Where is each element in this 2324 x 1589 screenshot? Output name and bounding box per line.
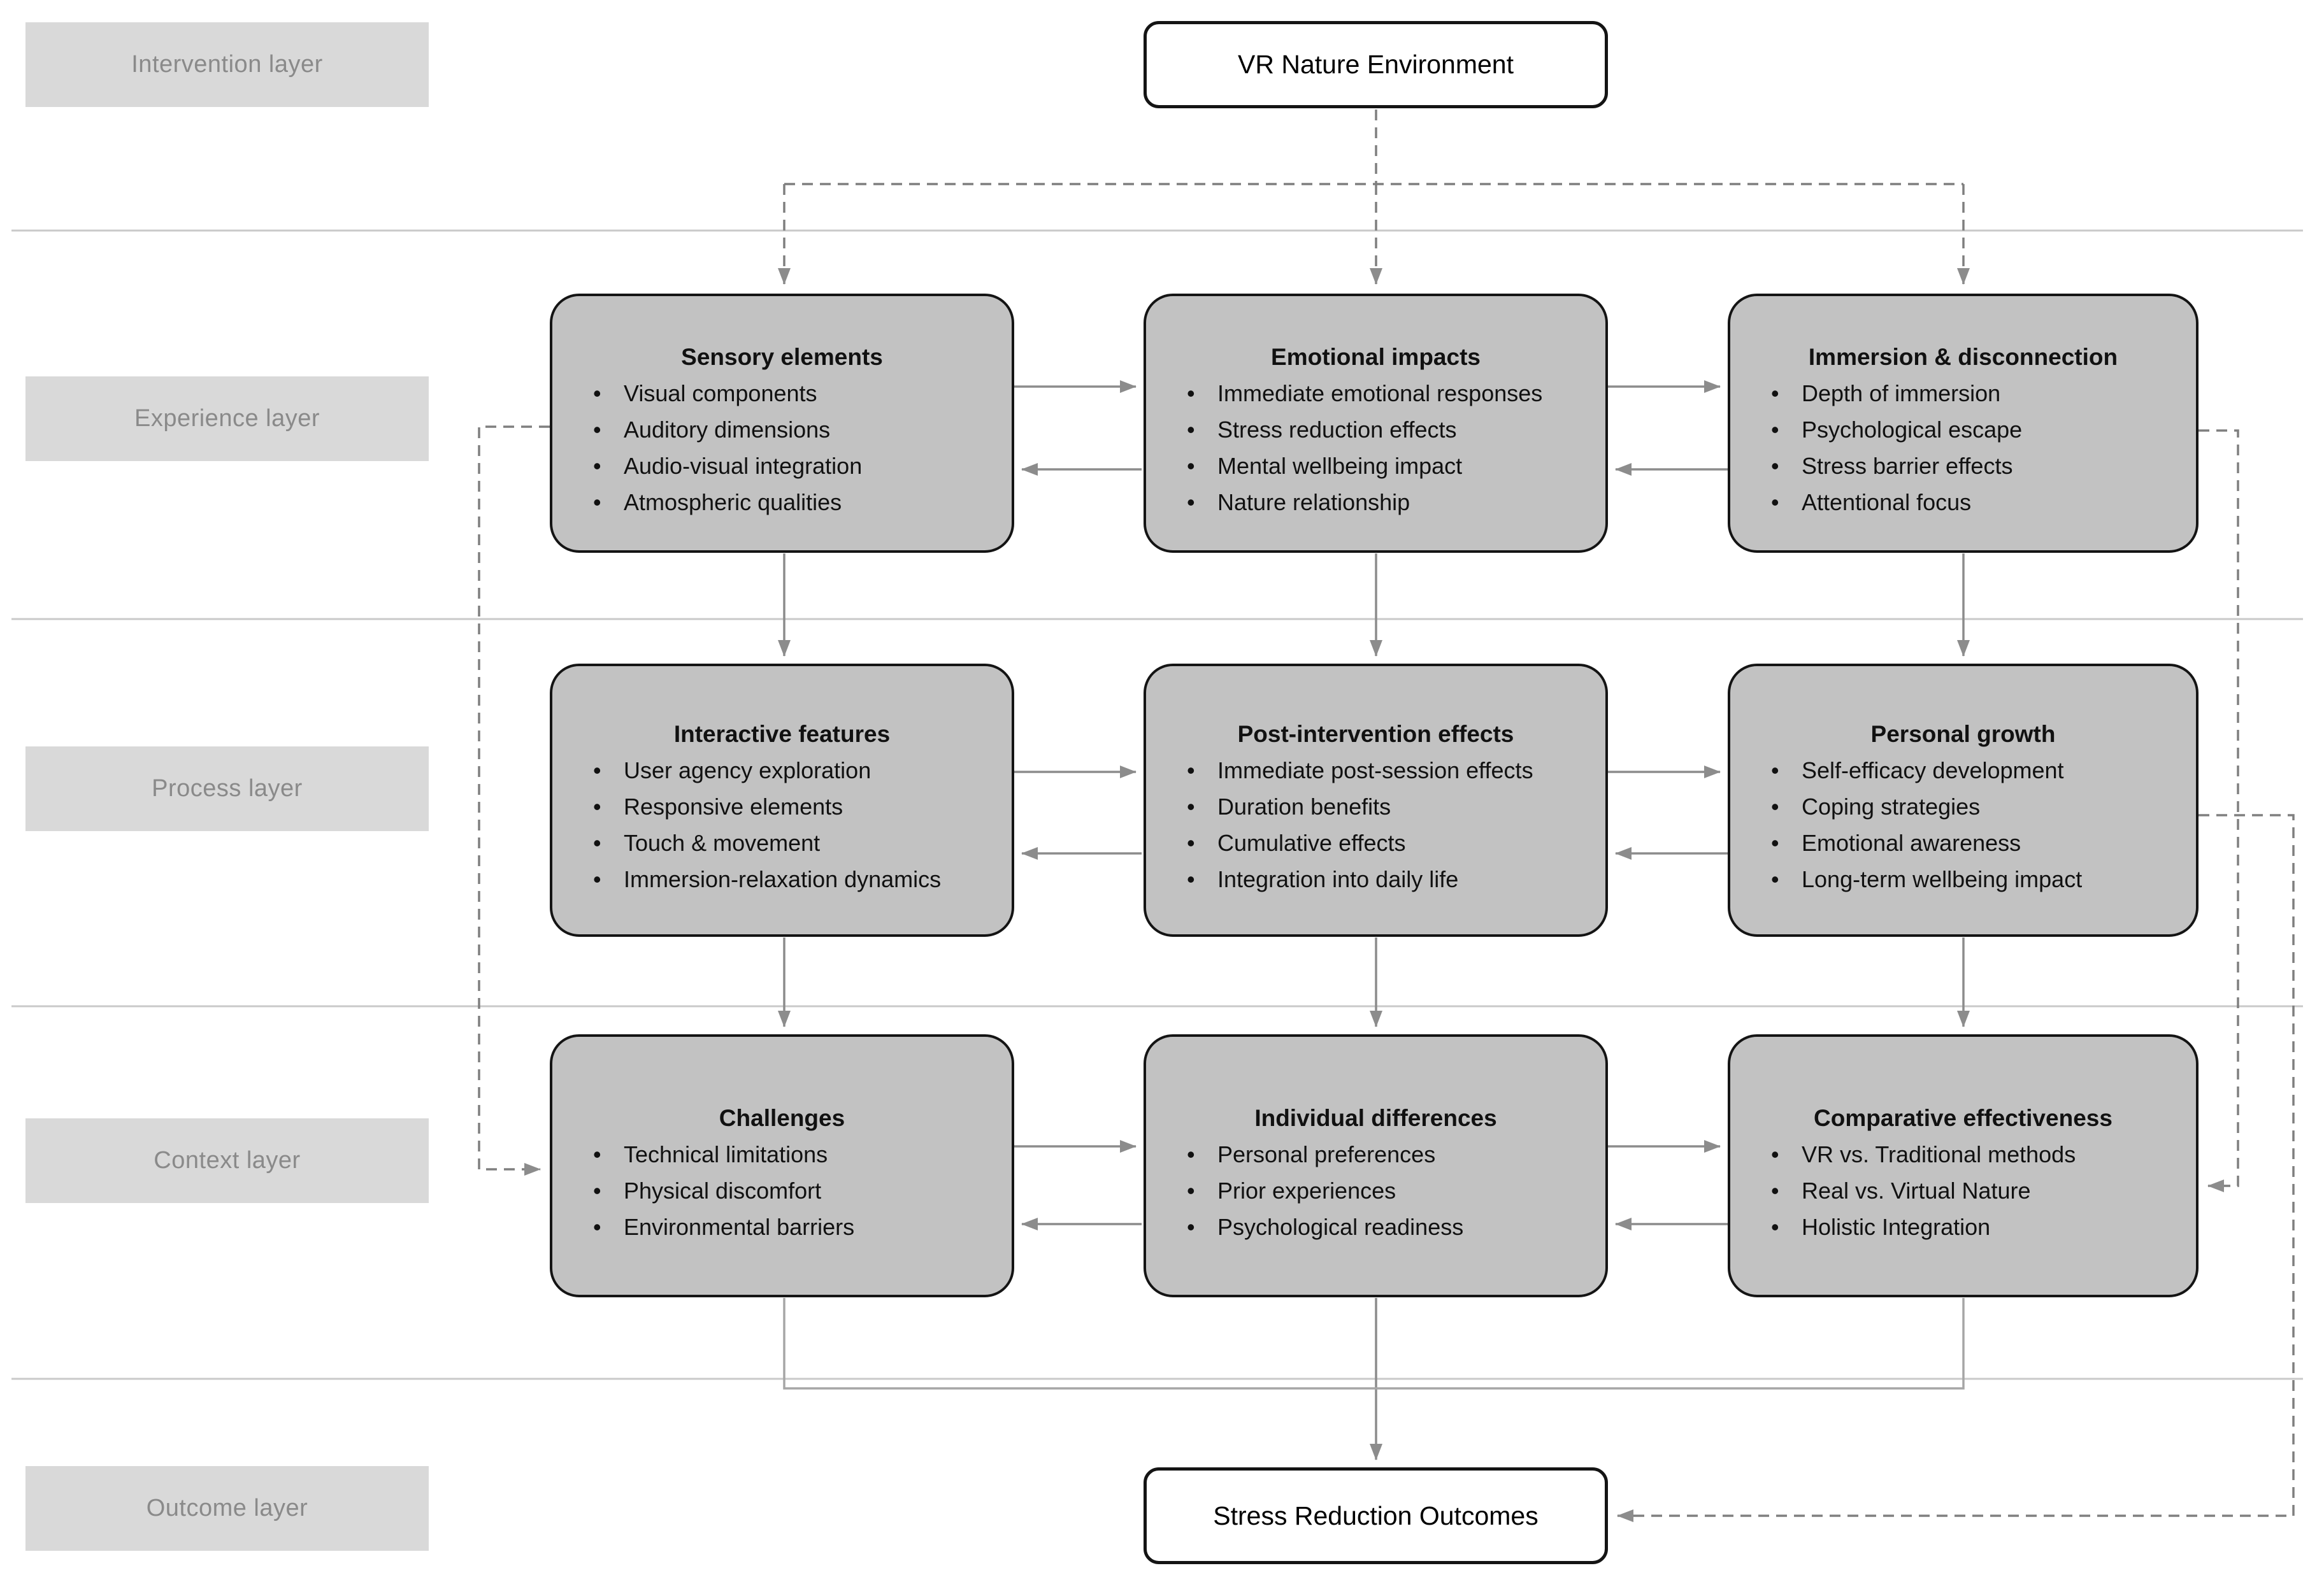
node-title: Individual differences: [1254, 1104, 1497, 1131]
bullet-item: Integration into daily life: [1184, 861, 1545, 897]
bullet-item: Environmental barriers: [591, 1209, 951, 1245]
bullet-item: Self-efficacy development: [1768, 752, 2135, 788]
node-title: Interactive features: [673, 721, 891, 747]
bullet-item: Psychological readiness: [1184, 1209, 1545, 1245]
bullet-item: Visual components: [591, 375, 951, 411]
layer-label-experience: Experience layer: [25, 376, 429, 461]
node-challenges: Challenges Technical limitationsPhysical…: [550, 1034, 1014, 1297]
bullet-item: Auditory dimensions: [591, 411, 951, 448]
bullet-item: Real vs. Virtual Nature: [1768, 1172, 2135, 1209]
node-personal-growth: Personal growth Self-efficacy developmen…: [1728, 664, 2198, 937]
node-bullets: Depth of immersionPsychological escapeSt…: [1730, 375, 2196, 520]
node-title: VR Nature Environment: [1238, 50, 1514, 79]
node-comparative-effectiveness: Comparative effectiveness VR vs. Traditi…: [1728, 1034, 2198, 1297]
node-bullets: VR vs. Traditional methodsReal vs. Virtu…: [1730, 1136, 2196, 1245]
node-title: Sensory elements: [681, 344, 883, 370]
node-bullets: Personal preferencesPrior experiencesPsy…: [1146, 1136, 1605, 1245]
node-title: Immersion & disconnection: [1808, 344, 2118, 370]
bullet-item: VR vs. Traditional methods: [1768, 1136, 2135, 1172]
dashed-arrow-immersion-to-comparative: [2198, 429, 2239, 1192]
dashed-connectors: [478, 110, 2295, 1522]
bullet-item: Physical discomfort: [591, 1172, 951, 1209]
node-individual-differences: Individual differences Personal preferen…: [1144, 1034, 1608, 1297]
node-title: Post-intervention effects: [1237, 721, 1514, 747]
bullet-item: User agency exploration: [591, 752, 951, 788]
layer-label-context: Context layer: [25, 1118, 429, 1203]
bullet-item: Immediate post-session effects: [1184, 752, 1545, 788]
layer-label-process: Process layer: [25, 746, 429, 831]
node-vr-nature-environment: VR Nature Environment: [1144, 21, 1608, 108]
bullet-item: Atmospheric qualities: [591, 484, 951, 520]
node-bullets: Technical limitationsPhysical discomfort…: [552, 1136, 1012, 1245]
node-emotional-impacts: Emotional impacts Immediate emotional re…: [1144, 294, 1608, 553]
bullet-item: Personal preferences: [1184, 1136, 1545, 1172]
bullet-item: Immersion-relaxation dynamics: [591, 861, 951, 897]
solid-vertical-arrows: [778, 553, 1970, 1460]
bullet-item: Stress reduction effects: [1184, 411, 1545, 448]
node-title: Emotional impacts: [1271, 344, 1481, 370]
bullet-item: Cumulative effects: [1184, 825, 1545, 861]
node-bullets: Visual componentsAuditory dimensionsAudi…: [552, 375, 1012, 520]
node-bullets: Immediate emotional responsesStress redu…: [1146, 375, 1605, 520]
dashed-arrow-sensory-to-challenges: [478, 425, 550, 1176]
node-bullets: Immediate post-session effectsDuration b…: [1146, 752, 1605, 897]
bullet-item: Emotional awareness: [1768, 825, 2135, 861]
layer-dividers: [11, 229, 2303, 1380]
bullet-item: Coping strategies: [1768, 788, 2135, 825]
node-title: Stress Reduction Outcomes: [1213, 1500, 1539, 1530]
node-immersion-disconnection: Immersion & disconnection Depth of immer…: [1728, 294, 2198, 553]
bullet-item: Duration benefits: [1184, 788, 1545, 825]
bullet-item: Long-term wellbeing impact: [1768, 861, 2135, 897]
bullet-item: Prior experiences: [1184, 1172, 1545, 1209]
node-title: Comparative effectiveness: [1814, 1104, 2112, 1131]
layer-label-intervention: Intervention layer: [25, 22, 429, 107]
bullet-item: Nature relationship: [1184, 484, 1545, 520]
node-title: Personal growth: [1870, 721, 2056, 747]
solid-horizontal-arrows: [1014, 380, 1728, 1230]
node-title: Challenges: [719, 1104, 845, 1131]
bullet-item: Holistic Integration: [1768, 1209, 2135, 1245]
bullet-item: Attentional focus: [1768, 484, 2135, 520]
bullet-item: Responsive elements: [591, 788, 951, 825]
bullet-item: Audio-visual integration: [591, 448, 951, 484]
node-sensory-elements: Sensory elements Visual componentsAudito…: [550, 294, 1014, 553]
bullet-item: Immediate emotional responses: [1184, 375, 1545, 411]
bullet-item: Technical limitations: [591, 1136, 951, 1172]
bullet-item: Psychological escape: [1768, 411, 2135, 448]
node-bullets: User agency explorationResponsive elemen…: [552, 752, 1012, 897]
bullet-item: Mental wellbeing impact: [1184, 448, 1545, 484]
bullet-item: Touch & movement: [591, 825, 951, 861]
node-stress-reduction-outcomes: Stress Reduction Outcomes: [1144, 1467, 1608, 1564]
connector-row3-merge: [783, 1298, 1965, 1390]
dashed-arrow-growth-to-outcomes: [1617, 814, 2295, 1522]
node-bullets: Self-efficacy developmentCoping strategi…: [1730, 752, 2196, 897]
node-interactive-features: Interactive features User agency explora…: [550, 664, 1014, 937]
layer-label-outcome: Outcome layer: [25, 1466, 429, 1551]
bullet-item: Stress barrier effects: [1768, 448, 2135, 484]
node-post-intervention-effects: Post-intervention effects Immediate post…: [1144, 664, 1608, 937]
bullet-item: Depth of immersion: [1768, 375, 2135, 411]
